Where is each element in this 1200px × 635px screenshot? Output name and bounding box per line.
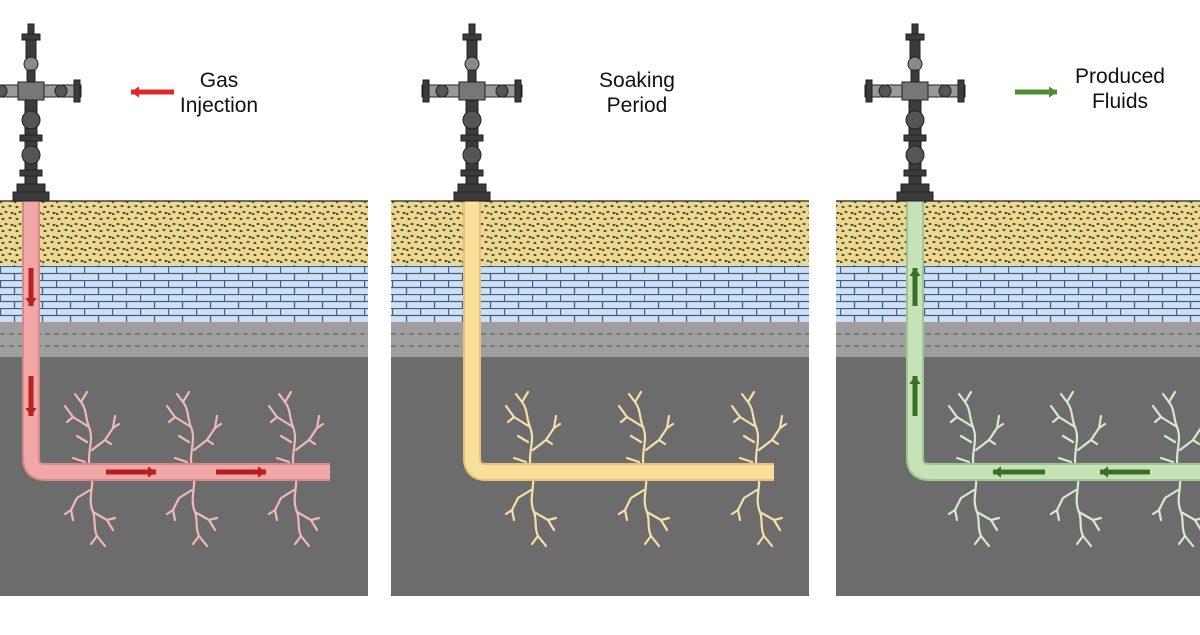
wellhead-gas-injection <box>0 23 82 202</box>
label-produced-fluids-line2: Fluids <box>1091 90 1149 113</box>
sand-layer-soaking-period <box>391 201 809 265</box>
sand-layer-produced-fluids <box>836 201 1200 265</box>
fracture-produced-fluids-2 <box>1049 390 1107 548</box>
wellbore-produced-fluids <box>908 201 1200 479</box>
fracture-soaking-period-2 <box>617 390 675 548</box>
sand-layer-gas-injection <box>0 201 368 265</box>
limestone-layer-produced-fluids <box>836 265 1200 322</box>
label-gas-injection: Gas Injection <box>164 68 274 118</box>
wellhead-produced-fluids <box>864 23 966 202</box>
legend-arrow-gas-injection <box>131 86 174 98</box>
shale-layer-gas-injection <box>0 322 368 357</box>
shale-layer-produced-fluids <box>836 322 1200 357</box>
label-produced-fluids-line1: Produced <box>1075 65 1165 88</box>
label-soaking-period-line1: Soaking <box>599 69 675 92</box>
wellhead-soaking-period <box>421 23 523 202</box>
arrow-up-2-produced-fluids <box>909 376 921 416</box>
arrow-left-2-produced-fluids <box>1100 466 1150 478</box>
label-gas-injection-line2: Injection <box>179 94 259 117</box>
wellbore-gas-injection <box>24 201 330 479</box>
arrow-down-1-gas-injection <box>25 268 37 306</box>
legend-arrow-produced-fluids <box>1015 86 1057 98</box>
fracture-gas-injection-2 <box>165 390 223 548</box>
fracture-soaking-period-1 <box>504 390 562 548</box>
arrow-up-1-produced-fluids <box>909 268 921 306</box>
label-produced-fluids: Produced Fluids <box>1060 64 1180 114</box>
limestone-layer-soaking-period <box>391 265 809 322</box>
fracture-gas-injection-3 <box>267 390 325 548</box>
limestone-layer-gas-injection <box>0 265 368 322</box>
wellbore-soaking-period <box>465 201 774 479</box>
label-soaking-period-line2: Period <box>606 94 668 117</box>
fracture-soaking-period-3 <box>730 390 788 548</box>
label-gas-injection-line1: Gas <box>199 69 239 92</box>
arrow-left-1-produced-fluids <box>993 466 1045 478</box>
label-soaking-period: Soaking Period <box>582 68 692 118</box>
arrow-down-2-gas-injection <box>25 376 37 416</box>
fracture-gas-injection-1 <box>63 390 121 548</box>
arrow-right-2-gas-injection <box>216 466 266 478</box>
fracture-produced-fluids-1 <box>947 390 1005 548</box>
fracture-produced-fluids-3 <box>1151 390 1200 548</box>
arrow-right-1-gas-injection <box>106 466 156 478</box>
shale-layer-soaking-period <box>391 322 809 357</box>
